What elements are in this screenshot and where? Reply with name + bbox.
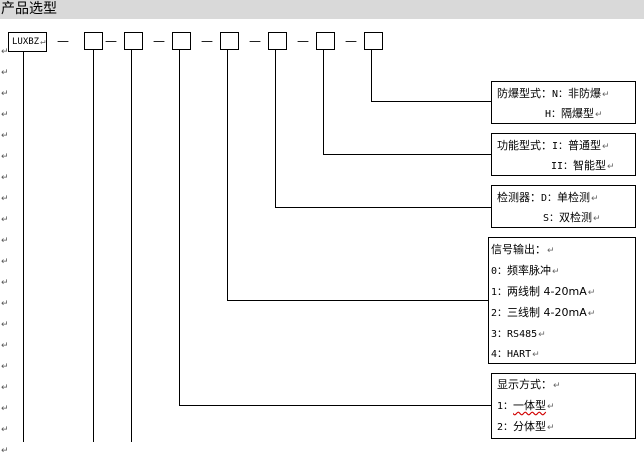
paragraph-mark: ↵ [1, 299, 9, 309]
signal-output-label: 信号输出： [491, 243, 546, 256]
paragraph-mark: ↵ [1, 404, 9, 414]
option-code: 3： [491, 329, 508, 340]
paragraph-mark: ↵ [1, 383, 9, 393]
connector-line [179, 50, 491, 406]
paragraph-mark: ↵ [547, 246, 555, 256]
separator: — [153, 34, 165, 48]
option-text: 单检测 [557, 191, 591, 204]
paragraph-mark: ↵ [1, 194, 9, 204]
paragraph-mark: ↵ [587, 288, 596, 298]
code-slot-2 [124, 32, 143, 50]
paragraph-mark: ↵ [587, 309, 596, 319]
paragraph-mark: ↵ [1, 215, 9, 225]
option-text: 智能型 [573, 159, 607, 172]
option-text: 频率脉冲 [507, 264, 552, 277]
paragraph-mark: ↵ [593, 214, 601, 224]
option-text: HART [507, 349, 532, 360]
model-prefix-box: LUXBZ↵ [8, 32, 47, 52]
option-text: 分体型 [513, 420, 547, 433]
code-slot-6 [316, 32, 335, 50]
paragraph-mark: ↵ [552, 267, 560, 277]
paragraph-mark: ↵ [1, 425, 9, 435]
paragraph-mark: ↵ [602, 142, 610, 152]
detector-box: 检测器：D：单检测↵ S：双检测↵ [491, 185, 636, 228]
separator: — [105, 34, 117, 48]
option-text: 三线制 4-20mA [507, 306, 587, 319]
detector-label: 检测器： [497, 191, 541, 204]
paragraph-mark: ↵ [1, 257, 9, 267]
option-text: 普通型 [568, 139, 602, 152]
option-code: 1： [497, 401, 514, 412]
paragraph-mark: ↵ [538, 330, 546, 340]
explosion-proof-box: 防爆型式：N：非防爆↵ H：隔爆型↵ [491, 81, 636, 124]
paragraph-mark: ↵ [1, 320, 9, 330]
paragraph-mark: ↵ [553, 381, 561, 391]
model-prefix: LUXBZ [12, 37, 40, 47]
option-code: 4： [491, 349, 508, 360]
option-code: 0： [491, 266, 508, 277]
paragraph-mark: ↵ [532, 350, 540, 360]
paragraph-mark: ↵ [1, 278, 9, 288]
section-title: 产品选型 [0, 0, 644, 19]
connector-line [275, 50, 491, 208]
option-code: S： [543, 213, 560, 224]
option-code: 1： [491, 287, 508, 298]
paragraph-mark: ↵ [595, 110, 603, 120]
separator: — [249, 34, 261, 48]
paragraph-mark: ↵ [1, 89, 9, 99]
code-slot-1 [84, 32, 103, 50]
code-slot-7 [364, 32, 383, 50]
paragraph-mark: ↵ [602, 90, 610, 100]
option-code: II： [551, 161, 574, 172]
paragraph-mark: ↵ [1, 110, 9, 120]
paragraph-mark: ↵ [1, 68, 9, 78]
paragraph-mark: ↵ [1, 341, 9, 351]
connector-line [227, 50, 491, 301]
explosion-proof-label: 防爆型式： [497, 87, 552, 100]
paragraph-mark: ↵ [1, 152, 9, 162]
option-code: 2： [491, 308, 508, 319]
paragraph-mark: ↵ [607, 162, 615, 172]
display-mode-box: 显示方式：↵ 1：一体型↵ 2：分体型↵ [491, 373, 636, 439]
paragraph-mark: ↵ [1, 131, 9, 141]
display-mode-label: 显示方式： [497, 378, 552, 391]
paragraph-mark: ↵ [1, 446, 9, 456]
option-text: 隔爆型 [561, 107, 595, 120]
signal-output-box: 信号输出：↵ 0：频率脉冲↵ 1：两线制 4-20mA↵ 2：三线制 4-20m… [488, 237, 636, 364]
separator: — [345, 34, 357, 48]
paragraph-mark: ↵ [1, 173, 9, 183]
paragraph-mark: ↵ [1, 47, 9, 57]
separator: — [201, 34, 213, 48]
code-slot-5 [268, 32, 287, 50]
option-code: I： [552, 141, 569, 152]
option-code: H： [545, 109, 562, 120]
connector-line [323, 50, 491, 155]
option-text: 双检测 [559, 211, 593, 224]
option-code: N： [552, 89, 569, 100]
code-slot-3 [172, 32, 191, 50]
paragraph-mark: ↵ [591, 194, 599, 204]
option-text: 非防爆 [568, 87, 602, 100]
option-code: D： [541, 193, 558, 204]
connector-lines [23, 50, 491, 442]
connector-line [371, 50, 491, 102]
separator: — [297, 34, 309, 48]
code-slot-4 [220, 32, 239, 50]
function-type-box: 功能型式：I：普通型↵ II：智能型↵ [491, 133, 636, 176]
function-type-label: 功能型式： [497, 139, 552, 152]
option-text: 两线制 4-20mA [507, 285, 587, 298]
option-text: 一体型 [513, 399, 547, 412]
paragraph-mark: ↵ [40, 37, 46, 47]
separator: — [57, 34, 69, 48]
paragraph-mark: ↵ [547, 423, 555, 433]
option-text: RS485 [507, 329, 538, 340]
paragraph-mark: ↵ [1, 362, 9, 372]
paragraph-mark: ↵ [1, 236, 9, 246]
paragraph-mark: ↵ [547, 402, 555, 412]
option-code: 2： [497, 422, 514, 433]
